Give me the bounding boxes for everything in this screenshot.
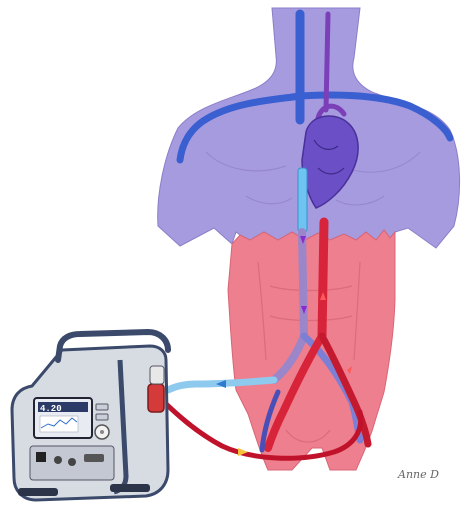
console-foot xyxy=(110,484,150,492)
connector-port xyxy=(68,458,76,466)
side-button xyxy=(96,404,108,410)
aorta xyxy=(322,222,324,336)
console-foot xyxy=(18,488,58,496)
side-button xyxy=(96,414,108,420)
flow-readout: 4.20 xyxy=(40,404,62,414)
connector-port xyxy=(36,452,46,462)
pump-head xyxy=(148,384,164,412)
connector-port xyxy=(54,456,62,464)
drainage-cannula-tip xyxy=(298,168,307,232)
artist-signature: Anne D xyxy=(397,468,439,481)
knob-center xyxy=(100,430,104,434)
venous-cannula-path xyxy=(302,232,304,336)
ecmo-console: 4.20 xyxy=(12,332,168,500)
connector-port xyxy=(84,454,104,462)
oxygenator xyxy=(150,366,164,384)
